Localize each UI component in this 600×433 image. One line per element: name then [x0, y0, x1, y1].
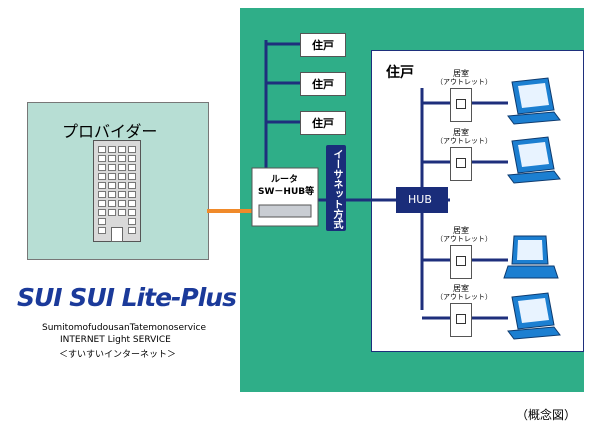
building-window [98, 173, 106, 180]
office-building-icon [93, 140, 141, 242]
building-window [128, 191, 136, 198]
building-window [128, 200, 136, 207]
diagram-caption: （概念図） [516, 408, 577, 422]
desktop-pc-icon [507, 136, 561, 184]
desktop-pc-icon [507, 77, 561, 125]
building-door [111, 227, 123, 242]
company-name: SumitomofudousanTatemonoservice [42, 323, 207, 333]
building-window [108, 173, 116, 180]
ethernet-band [326, 145, 346, 231]
outlet-icon [450, 303, 472, 337]
building-window [98, 182, 106, 189]
building-window [108, 155, 116, 162]
building-window [98, 155, 106, 162]
building-window [98, 191, 106, 198]
building-window [118, 209, 126, 216]
service-name: INTERNET Light SERVICE [60, 335, 171, 345]
building-window [98, 227, 106, 234]
building-window [118, 164, 126, 171]
building-window [98, 218, 106, 225]
room-sublabel: （アウトレット） [436, 78, 492, 86]
building-window [118, 146, 126, 153]
outlet-icon [450, 88, 472, 122]
provider-label: プロバイダー [62, 122, 158, 141]
building-window [108, 182, 116, 189]
building-window [118, 155, 126, 162]
unit-box: 住戸 [300, 72, 346, 96]
building-window [128, 218, 136, 225]
hub-box [396, 187, 448, 213]
hub-label: HUB [408, 193, 432, 206]
building-window [98, 209, 106, 216]
room-sublabel: （アウトレット） [436, 137, 492, 145]
unit-box: 住戸 [300, 33, 346, 57]
building-window [128, 209, 136, 216]
building-window [128, 173, 136, 180]
room-label: 居室 [453, 226, 469, 235]
building-window [98, 200, 106, 207]
room-sublabel: （アウトレット） [436, 293, 492, 301]
room-label: 居室 [453, 128, 469, 137]
service-tagline: ＜すいすいインターネット＞ [59, 350, 177, 360]
building-window [98, 164, 106, 171]
building-window [118, 173, 126, 180]
router-label: ルータ [271, 175, 299, 185]
room-label: 居室 [453, 69, 469, 78]
router-sublabel: SW－HUB等 [258, 187, 315, 197]
room-label: 居室 [453, 284, 469, 293]
building-window [108, 164, 116, 171]
building-window [98, 146, 106, 153]
outlet-icon [450, 245, 472, 279]
building-window [118, 182, 126, 189]
building-window [108, 146, 116, 153]
building-window [108, 209, 116, 216]
brand-logo: SUI SUI Lite-Plus [17, 283, 237, 312]
building-window [108, 191, 116, 198]
ethernet-label: イーサネット方式 [331, 149, 342, 229]
building-window [118, 200, 126, 207]
building-window [128, 164, 136, 171]
router-device-icon [258, 204, 312, 218]
desktop-pc-icon [507, 292, 561, 340]
building-window [108, 200, 116, 207]
room-sublabel: （アウトレット） [436, 235, 492, 243]
unit-box: 住戸 [300, 111, 346, 135]
building-window [128, 182, 136, 189]
outlet-icon [450, 147, 472, 181]
building-window [128, 146, 136, 153]
laptop-pc-icon [503, 235, 559, 279]
residence-label: 住戸 [386, 65, 414, 81]
building-window [118, 191, 126, 198]
building-window [128, 227, 136, 234]
building-window [128, 155, 136, 162]
